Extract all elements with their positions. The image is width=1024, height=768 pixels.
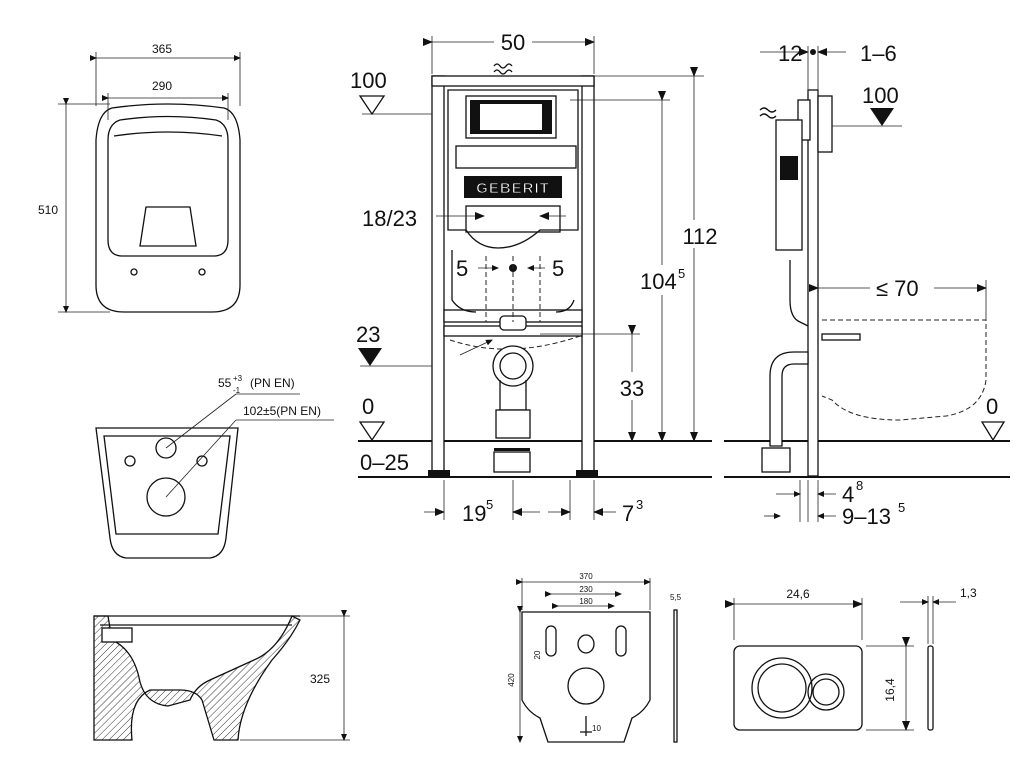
side-wall-label: 1–6 xyxy=(860,41,897,66)
mat-slot-label: 20 xyxy=(533,650,542,659)
inlet-diameter-label: 55 xyxy=(218,376,232,390)
side-offset-label: 9–13 xyxy=(842,504,891,529)
bowl-height-label: 325 xyxy=(310,672,330,686)
sound-mat-view: 370 230 180 420 20 10 5,5 xyxy=(507,572,682,743)
side-depth-label: 12 xyxy=(778,41,802,66)
floor-range-label: 0–25 xyxy=(360,450,409,475)
side-foot-sup: 8 xyxy=(856,478,863,493)
height-104-label: 104 xyxy=(640,269,677,294)
bowl-width-label: 365 xyxy=(152,42,172,56)
inlet-tol-upper: +3 xyxy=(233,374,243,383)
bowl-side-section: 325 xyxy=(93,610,350,741)
height-104-sup: 5 xyxy=(678,266,685,281)
plate-height-label: 16,4 xyxy=(883,678,897,702)
frame-width-label: 50 xyxy=(501,30,525,55)
foot-right-label: 7 xyxy=(622,501,634,526)
mat-hole-spacing-label: 230 xyxy=(579,585,593,594)
foot-right-sup: 3 xyxy=(636,497,643,512)
side-reach-label: ≤ 70 xyxy=(876,276,919,301)
mat-height-label: 420 xyxy=(507,673,516,687)
bowl-rear-view: 55 +3 -1 (PN EN) 102±5(PN EN) xyxy=(95,374,334,559)
inlet-tol-lower: -1 xyxy=(233,386,241,395)
side-level-0-label: 0 xyxy=(986,394,998,419)
plate-width-label: 24,6 xyxy=(786,587,810,601)
level-0-label: 0 xyxy=(362,394,374,419)
level-100-label: 100 xyxy=(350,68,387,93)
mat-width-label: 370 xyxy=(579,572,593,581)
drain-height-label: 33 xyxy=(620,376,644,401)
mat-inner-spacing-label: 180 xyxy=(579,597,593,606)
bowl-length-label: 510 xyxy=(38,203,58,217)
bowl-top-view: 365 290 510 xyxy=(38,42,241,313)
level-23-label: 23 xyxy=(356,322,380,347)
bolt-left-label: 5 xyxy=(456,256,468,281)
mat-thickness-label: 5,5 xyxy=(670,593,682,602)
side-level-100-label: 100 xyxy=(862,83,899,108)
bowl-inner-width-label: 290 xyxy=(152,79,172,93)
foot-left-sup: 5 xyxy=(486,497,493,512)
bolt-right-label: 5 xyxy=(552,256,564,281)
foot-left-label: 19 xyxy=(462,501,486,526)
plate-thickness-label: 1,3 xyxy=(960,586,977,600)
mat-slot-bottom-label: 10 xyxy=(592,724,601,733)
side-offset-sup: 5 xyxy=(898,500,905,515)
frame-front-view: GEBERIT 50 100 18/23 5 5 xyxy=(350,30,724,526)
flush-plate-view: 24,6 16,4 1,3 xyxy=(725,586,977,731)
side-foot-label: 4 xyxy=(842,482,854,507)
height-112-label: 112 xyxy=(682,224,717,249)
inlet-standard-label: (PN EN) xyxy=(250,376,295,390)
brand-logo: GEBERIT xyxy=(476,180,550,197)
supply-width-label: 18/23 xyxy=(362,206,417,231)
outlet-diameter-label: 102±5(PN EN) xyxy=(243,404,321,418)
frame-side-view: 12 1–6 100 ≤ 70 0 4 8 9–13 5 xyxy=(724,41,1010,529)
